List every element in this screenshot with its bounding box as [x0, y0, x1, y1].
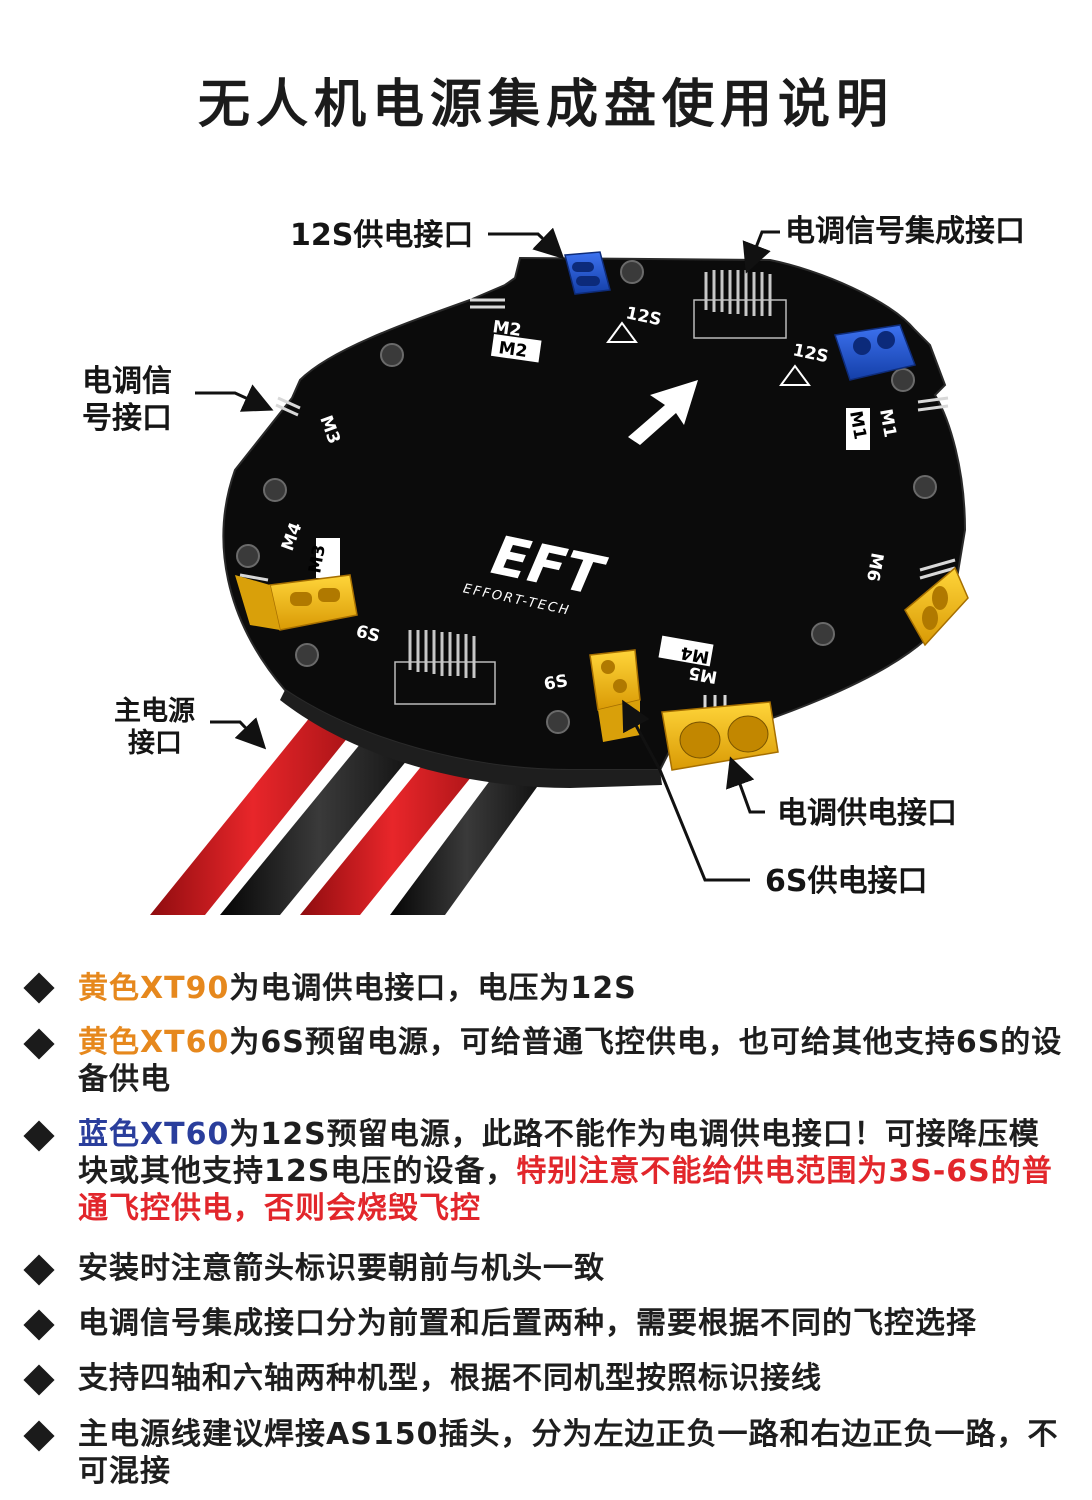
label-m5: M5 — [687, 662, 719, 687]
diamond-bullet-icon — [23, 1309, 55, 1341]
diamond-bullet-icon — [23, 1364, 55, 1396]
label-m1: M1 — [875, 407, 900, 439]
label-6s-bottom: 6S — [542, 671, 569, 695]
callout-esc-signal-line2: 号接口 — [82, 401, 172, 436]
blue-xt60-connector-right — [834, 324, 917, 381]
yellow-xt60-connector-left — [235, 574, 358, 631]
forward-arrow-icon — [628, 380, 698, 445]
callout-6s-power: 6S供电接口 — [765, 864, 928, 899]
note-warning: 特别注意不能给供电范围为3S-6S的普通飞控供电，否则会烧毁飞控 — [78, 1154, 1053, 1226]
note-highlight: 黄色XT60 — [78, 1025, 230, 1060]
note-text: 电调信号集成接口分为前置和后置两种，需要根据不同的飞控选择 — [78, 1306, 977, 1341]
leader-esc-bus — [742, 230, 780, 274]
mounting-screws — [236, 260, 937, 734]
blue-xt60-connector-top — [564, 251, 611, 295]
leader-6s — [622, 699, 750, 882]
wire-black-left — [220, 710, 440, 915]
yellow-xt60-connector-right — [904, 566, 969, 647]
callout-main-power-line1: 主电源 — [114, 696, 195, 727]
note-highlight: 蓝色XT60 — [78, 1117, 230, 1152]
leader-esc-power — [726, 756, 765, 814]
leader-12s — [488, 227, 565, 260]
note-text: 为电调供电接口，电压为12S — [229, 971, 637, 1006]
note-highlight: 黄色XT90 — [78, 971, 230, 1006]
esc-signal-header-top — [693, 270, 787, 339]
callout-esc-signal-line1: 电调信 — [82, 364, 172, 399]
diamond-bullet-icon — [23, 972, 55, 1004]
note-text: 为6S预留电源，可给普通飞控供电，也可给其他支持6S的设备供电 — [78, 1025, 1063, 1097]
callout-12s-power: 12S供电接口 — [290, 218, 474, 253]
note-text: 主电源线建议焊接AS150插头，分为左边正负一路和右边正负一路，不可混接 — [78, 1417, 1059, 1489]
power-board-illustration: EFT EFFORT-TECH M2 M2 M3 M1 M1 M6 M4 M3 … — [150, 227, 969, 915]
esc-signal-header-bottom — [394, 630, 496, 705]
note-text: 支持四轴和六轴两种机型，根据不同机型按照标识接线 — [78, 1361, 822, 1396]
callout-main-power-line2: 接口 — [128, 728, 182, 759]
label-m1-box: M1 — [845, 409, 870, 441]
diamond-bullet-icon — [23, 1254, 55, 1286]
label-m4-box: M4 — [679, 642, 711, 667]
leader-esc-signal — [195, 384, 274, 412]
diamond-bullet-icon — [23, 1028, 55, 1060]
wire-red-left — [150, 690, 378, 915]
callout-esc-signal-bus: 电调信号集成接口 — [785, 214, 1025, 249]
label-m6: M6 — [862, 551, 887, 583]
warning-icon — [606, 321, 811, 386]
note-text: 安装时注意箭头标识要朝前与机头一致 — [78, 1251, 605, 1286]
diamond-bullet-icon — [23, 1120, 55, 1152]
label-m2-box: M2 — [497, 338, 528, 362]
callout-esc-power: 电调供电接口 — [777, 796, 957, 831]
diamond-bullet-icon — [23, 1420, 55, 1452]
leader-main-power — [210, 717, 267, 750]
note-text: 为12S预留电源，此路不能作为电调供电接口！可接降压模块或其他支持12S电压的设… — [78, 1117, 1040, 1189]
page-title: 无人机电源集成盘使用说明 — [197, 75, 894, 135]
yellow-xt90-connector — [661, 701, 779, 771]
label-m3-box: M3 — [305, 543, 330, 575]
